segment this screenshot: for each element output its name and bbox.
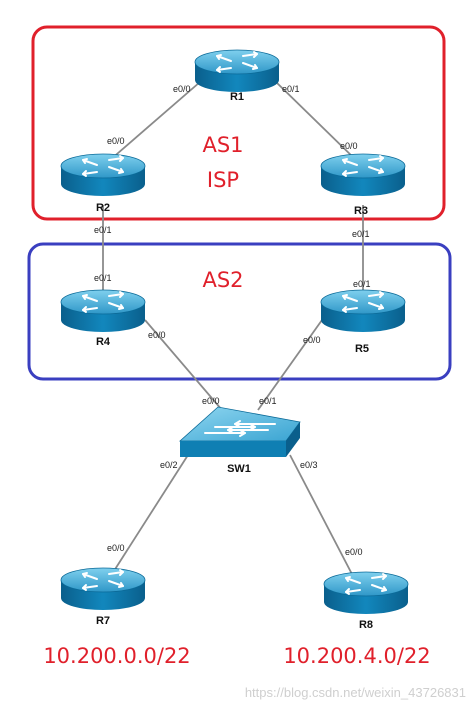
router-r7-icon[interactable] [60, 567, 146, 611]
router-r2-label: R2 [96, 202, 110, 214]
if-r3-e00: e0/0 [340, 141, 358, 151]
if-r2-e00: e0/0 [107, 136, 125, 146]
router-r3-label: R3 [354, 205, 368, 217]
router-r4-label: R4 [96, 336, 111, 348]
switch-sw1-icon[interactable] [178, 406, 301, 457]
if-r5-e00: e0/0 [303, 335, 321, 345]
if-r1-e01: e0/1 [282, 84, 300, 94]
link-r5-sw1 [257, 319, 323, 411]
as1-boundary [31, 25, 446, 221]
watermark: https://blog.csdn.net/weixin_43726831 [245, 685, 466, 700]
switch-sw1-label: SW1 [227, 463, 251, 475]
as2-title: AS2 [202, 268, 243, 292]
router-r8-label: R8 [359, 619, 373, 631]
if-r3-e01: e0/1 [352, 229, 370, 239]
network-r8-lan: 10.200.4.0/22 [283, 644, 430, 668]
router-r7-label: R7 [96, 615, 110, 627]
router-r5-icon[interactable] [320, 289, 406, 333]
router-r8-icon[interactable] [323, 571, 409, 615]
link-sw1-r7 [111, 454, 189, 575]
link-r1-r3 [275, 81, 357, 161]
as1-title: AS1 [202, 133, 243, 157]
if-r2-e01: e0/1 [94, 225, 112, 235]
if-sw1-e02: e0/2 [160, 460, 178, 470]
if-sw1-e01: e0/1 [259, 396, 277, 406]
if-r1-e00: e0/0 [173, 84, 191, 94]
if-sw1-e00: e0/0 [202, 396, 220, 406]
router-r4-icon[interactable] [60, 289, 146, 333]
router-r3-icon[interactable] [320, 153, 406, 197]
links [102, 81, 364, 579]
if-r7-e00: e0/0 [107, 543, 125, 553]
router-r5-label: R5 [355, 343, 369, 355]
as2-boundary [27, 242, 452, 381]
if-r8-e00: e0/0 [345, 547, 363, 557]
if-r5-e01: e0/1 [353, 279, 371, 289]
router-r1-icon[interactable] [194, 49, 280, 93]
link-r1-r2 [109, 81, 201, 161]
if-r4-e00: e0/0 [148, 330, 166, 340]
network-r7-lan: 10.200.0.0/22 [43, 644, 190, 668]
if-sw1-e03: e0/3 [300, 460, 318, 470]
router-r1-label: R1 [230, 91, 244, 103]
router-r2-icon[interactable] [60, 153, 146, 197]
link-sw1-r8 [289, 454, 355, 579]
link-r4-sw1 [144, 319, 223, 411]
if-r4-e01: e0/1 [94, 273, 112, 283]
as1-role: ISP [207, 168, 239, 192]
